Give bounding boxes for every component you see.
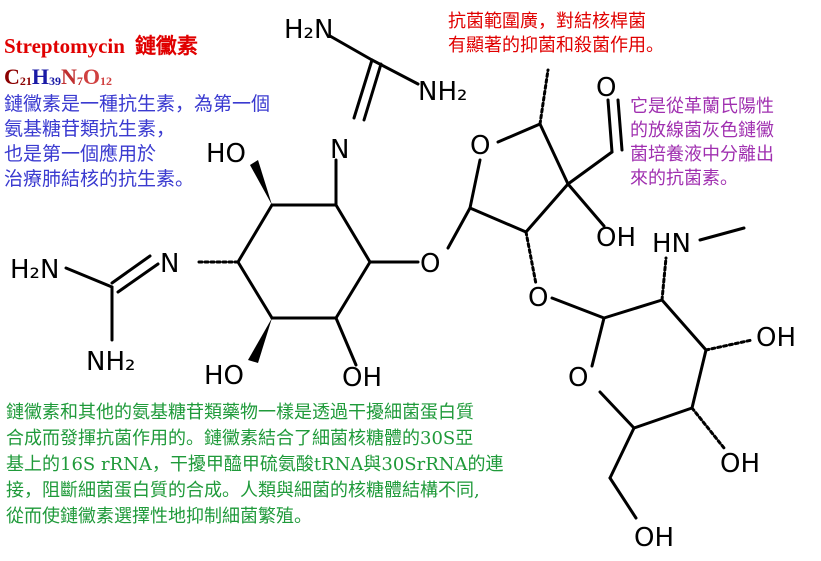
description-line: 菌培養液中分離出 [630, 144, 774, 165]
atom-oh-1: OH [342, 363, 382, 393]
description-purple: 它是從革蘭氏陽性 的放線菌灰色鏈黴 菌培養液中分離出 來的抗菌素。 [630, 95, 820, 191]
atom-oh-5: OH [634, 523, 674, 553]
description-green: 鏈黴素和其他的氨基糖苷類藥物一樣是透過干擾細菌蛋白質 合成而發揮抗菌作用的。鏈黴… [6, 400, 606, 530]
description-line: 治療肺結核的抗生素。 [4, 168, 195, 190]
page-title: Streptomycin 鏈黴素 [4, 30, 198, 60]
bonds-guanidine-left [64, 254, 160, 342]
atom-o-ring1: O [470, 131, 490, 161]
description-line: 來的抗菌素。 [630, 168, 738, 189]
atom-o-link1: O [420, 249, 440, 279]
atom-nh-methyl: HN [652, 229, 691, 259]
description-line: 鏈黴素和其他的氨基糖苷類藥物一樣是透過干擾細菌蛋白質 [6, 402, 474, 423]
description-line: 的放線菌灰色鏈黴 [630, 120, 774, 141]
formula-count: 39 [49, 74, 62, 88]
bonds-glucosamine-ring [550, 226, 754, 520]
title-chinese: 鏈黴素 [134, 34, 198, 58]
formula-count: 21 [19, 74, 32, 88]
formula-element: N [61, 64, 77, 89]
description-line: 抗菌範圍廣，對結核桿菌 [448, 11, 646, 32]
bonds-ring-substituents [194, 160, 420, 367]
description-line: 接，阻斷細菌蛋白質的合成。人類與細菌的核糖體結構不同, [6, 480, 480, 501]
description-line: 合成而發揮抗菌作用的。鏈黴素結合了細菌核糖體的30S亞 [6, 428, 474, 449]
formula-element: C [4, 64, 20, 89]
description-line: 也是第一個應用於 [4, 143, 157, 165]
description-line: 鏈黴素是一種抗生素，為第一個 [4, 93, 271, 115]
atom-oh-3: OH [756, 323, 796, 353]
molecular-formula: C21H39N7O12 [4, 64, 112, 90]
description-line: 有顯著的抑菌和殺菌作用。 [448, 35, 664, 56]
description-line: 氨基糖苷類抗生素， [4, 118, 176, 140]
atom-o-ring2: O [568, 363, 588, 393]
atom-ho-2: HO [204, 361, 244, 391]
description-line: 它是從革蘭氏陽性 [630, 96, 774, 117]
atom-oh-4: OH [720, 449, 760, 479]
bonds-streptidine-ring [236, 203, 372, 320]
formula-element: O [82, 64, 101, 89]
atom-o-link2: O [528, 283, 548, 313]
description-red: 抗菌範圍廣，對結核桿菌 有顯著的抑菌和殺菌作用。 [448, 10, 748, 58]
bonds-guanidine-top [328, 34, 420, 207]
formula-count: 12 [100, 74, 113, 88]
atom-n-top: N [330, 135, 349, 165]
formula-element: H [31, 64, 50, 89]
description-line: 基上的16S rRNA，干擾甲醯甲硫氨酸tRNA與30SrRNA的連 [6, 454, 504, 475]
title-english: Streptomycin [4, 34, 125, 58]
atom-o-aldehyde: O [596, 73, 616, 103]
atom-h2n-top: H₂N [284, 15, 333, 45]
atom-nh2-top: NH₂ [418, 77, 467, 107]
atom-nh2-left: NH₂ [86, 347, 135, 377]
description-line: 從而使鏈黴素選擇性地抑制細菌繁殖。 [6, 506, 312, 527]
atom-h2n-left: H₂N [10, 255, 59, 285]
formula-count: 7 [76, 74, 83, 88]
description-blue: 鏈黴素是一種抗生素，為第一個 氨基糖苷類抗生素， 也是第一個應用於 治療肺結核的… [4, 92, 324, 192]
bonds-streptose-ring [446, 68, 624, 286]
atom-oh-2: OH [596, 223, 636, 253]
atom-ho-1: HO [206, 139, 246, 169]
atom-n-left: N [160, 249, 179, 279]
